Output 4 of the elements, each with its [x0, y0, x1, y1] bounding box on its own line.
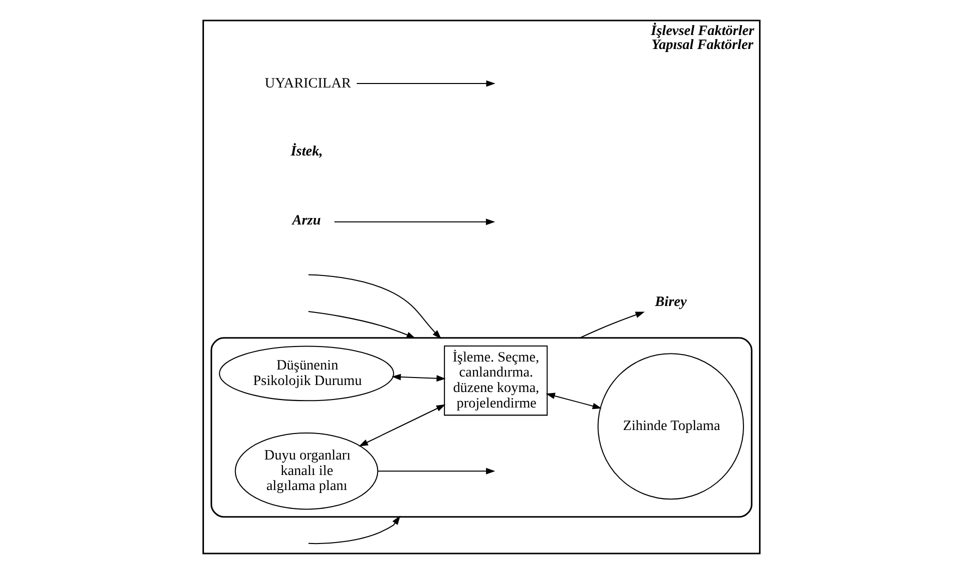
node-text: İstek, [290, 143, 322, 160]
node-text: Birey [654, 294, 686, 310]
node-text: UYARICILAR [264, 75, 351, 92]
node-text: Arzu [292, 212, 320, 229]
